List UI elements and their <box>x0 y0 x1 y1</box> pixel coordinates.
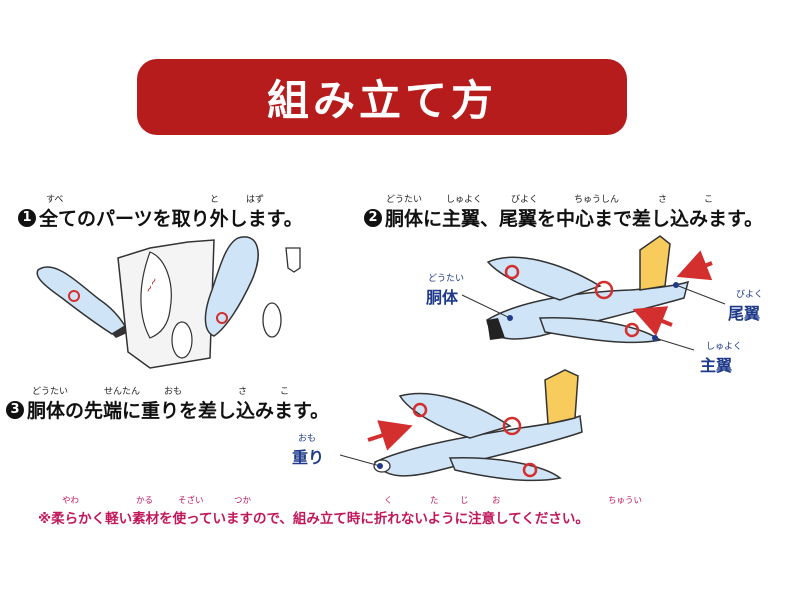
body-label: 胴体 <box>426 288 459 307</box>
step-3: どうたい せんたん おも さ こ 3 胴体の先端に重りを差し込みます。 <box>6 384 329 423</box>
detached-wing-part <box>204 236 259 337</box>
ruby-text: こ <box>704 195 714 205</box>
wing-label-ruby: しゅよく <box>706 342 743 352</box>
page-title: 組み立て方 <box>266 75 497 125</box>
ruby-text: お <box>492 496 501 506</box>
ruby-text: しゅよく <box>446 195 483 205</box>
weight-label: 重り <box>292 448 325 467</box>
ruby-text: さ <box>658 195 668 205</box>
ruby-text: やわ <box>62 496 80 506</box>
weight-dot <box>377 463 383 469</box>
body-dot <box>507 315 513 321</box>
ruby-text: と <box>210 195 220 205</box>
tail-pointer <box>675 284 726 305</box>
ruby-text: じ <box>460 496 469 506</box>
tail-dot <box>673 282 679 288</box>
weight-pointer <box>339 454 381 467</box>
ruby-text: ちゅうしん <box>574 195 620 205</box>
step-number: 2 <box>364 208 382 227</box>
weight-label-ruby: おも <box>298 434 317 444</box>
tail-arrow <box>676 250 713 281</box>
ruby-text: た <box>430 496 439 506</box>
small-parts <box>262 247 301 338</box>
wing-pointer <box>654 337 695 351</box>
step-1-ruby: すべ と はず <box>18 192 303 205</box>
step3-airplane <box>373 369 583 482</box>
step-2: どうたい しゅよく びよく ちゅうしん さ こ 2 胴体に主翼、尾翼を中心まで差… <box>364 192 763 231</box>
ruby-text: つか <box>234 496 252 506</box>
step-text: 全てのパーツを取り外します。 <box>39 208 303 230</box>
ruby-text: こ <box>280 387 290 397</box>
weight-arrow <box>367 420 413 451</box>
ruby-text: すべ <box>46 195 64 205</box>
ruby-text: おも <box>164 387 183 397</box>
body-label-ruby: どうたい <box>428 274 465 284</box>
tail-label: 尾翼 <box>728 304 761 323</box>
ruby-text: かる <box>136 496 154 506</box>
detached-fuselage-part <box>36 266 127 338</box>
ruby-text: どうたい <box>32 387 69 397</box>
step-text: 胴体の先端に重りを差し込みます。 <box>27 400 330 422</box>
parts-sheet: ~~ <box>117 239 215 369</box>
ruby-text: はず <box>246 195 265 205</box>
tail-label-ruby: びよく <box>736 290 764 300</box>
step-text: 胴体に主翼、尾翼を中心まで差し込みます。 <box>385 208 764 230</box>
ruby-text: く <box>384 496 393 506</box>
step-number: 3 <box>6 400 24 419</box>
wing-dot <box>652 335 658 341</box>
caution-note: ※柔らかく軽い素材を使っていますので、組み立て時に折れないように注意してください… <box>38 511 589 527</box>
step-3-ruby: どうたい せんたん おも さ こ <box>6 384 329 397</box>
ruby-text: ちゅうい <box>608 496 643 506</box>
ruby-text: せんたん <box>104 387 141 397</box>
title-banner: 組み立て方 <box>137 59 627 135</box>
ruby-text: さ <box>238 387 248 397</box>
wing-label: 主翼 <box>700 356 733 375</box>
ruby-text: びよく <box>511 195 539 205</box>
ruby-text: そざい <box>178 496 204 506</box>
step2-airplane <box>486 235 690 344</box>
wing-arrow <box>632 306 673 336</box>
step-2-ruby: どうたい しゅよく びよく ちゅうしん さ こ <box>364 192 763 205</box>
step-1: すべ と はず 1 全てのパーツを取り外します。 <box>18 192 303 231</box>
body-pointer <box>461 294 511 319</box>
step-number: 1 <box>18 208 36 227</box>
ruby-text: どうたい <box>386 195 423 205</box>
